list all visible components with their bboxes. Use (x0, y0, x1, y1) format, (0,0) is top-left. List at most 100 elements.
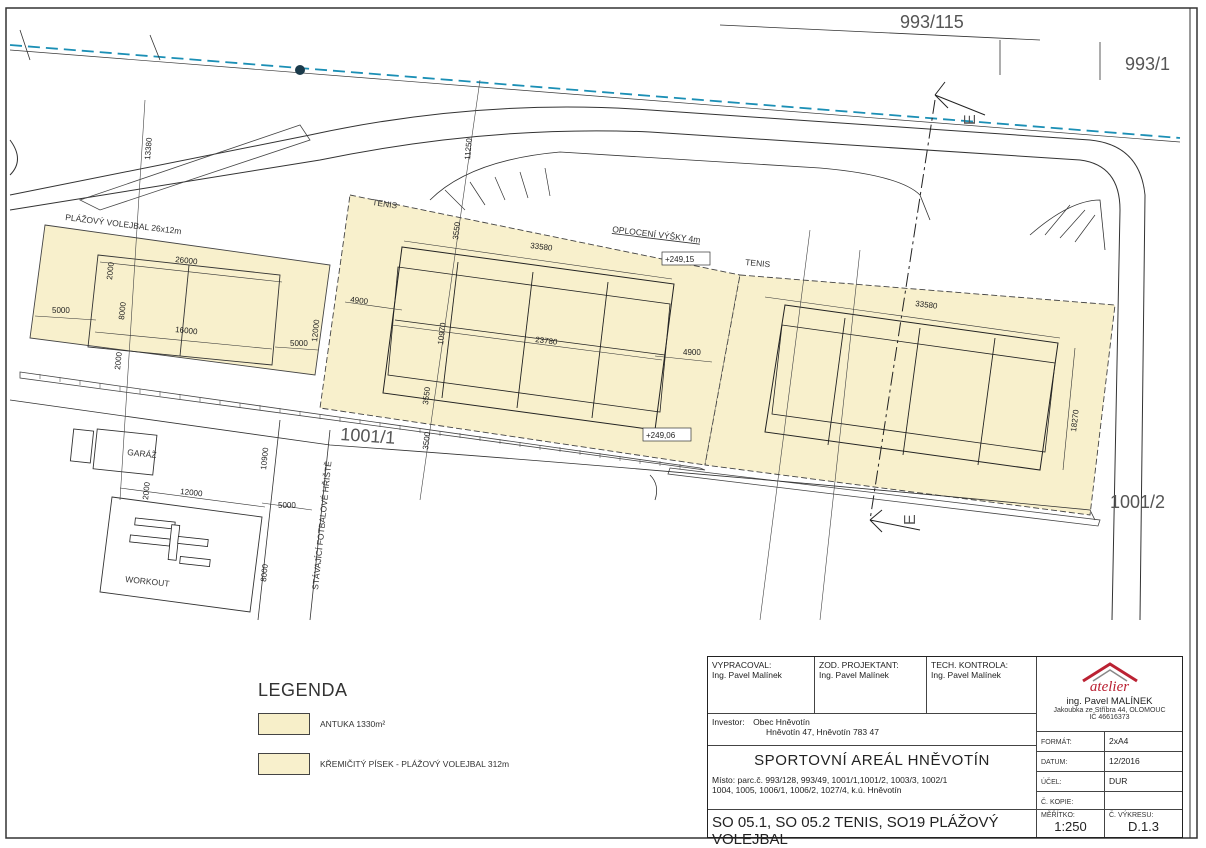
check-cell: TECH. KONTROLA: Ing. Pavel Malínek (926, 657, 1036, 713)
utility-line (9, 44, 1181, 139)
curb-strip (19, 371, 706, 471)
dimension-33580-a: 33580 (530, 241, 554, 253)
legend-item-clay-label: ANTUKA 1330m² (320, 719, 386, 729)
dimension-3550-b: 3550 (421, 386, 432, 405)
sheet-label: Č. VÝKRESU: (1109, 812, 1154, 819)
responsible-label: ZOD. PROJEKTANT: (819, 660, 899, 670)
scale-cell: MĚŘÍTKO: 1:250 (1036, 809, 1104, 837)
fence-label: OPLOCENÍ VÝŠKY 4m (612, 224, 701, 245)
dimension-26000: 26000 (175, 255, 199, 266)
section-line (869, 99, 936, 521)
format-value: 2xA4 (1109, 736, 1129, 746)
date-value: 12/2016 (1109, 756, 1140, 766)
dimension-10900: 10900 (259, 447, 270, 471)
company-name: ing. Pavel MALÍNEK (1066, 696, 1153, 707)
road (9, 106, 1146, 621)
investor-line-1: Obec Hněvotín (753, 717, 810, 727)
dimension-11250: 11250 (463, 137, 474, 160)
parcel-label-993-1: 993/1 (1125, 54, 1170, 74)
responsible-value: Ing. Pavel Malínek (819, 670, 889, 680)
purpose-value: DUR (1109, 776, 1128, 786)
dimension-3550-a: 3550 (451, 221, 462, 240)
prepared-value: Ing. Pavel Malínek (712, 670, 782, 680)
tennis-court-2-area (704, 274, 1116, 516)
workout-label: WORKOUT (125, 574, 170, 589)
prepared-cell: VYPRACOVAL: Ing. Pavel Malínek (708, 657, 814, 713)
sheet-value: D.1.3 (1127, 819, 1160, 834)
dimension-2000-b: 2000 (113, 351, 124, 370)
level-marker-1: +249,15 (665, 255, 695, 264)
format-label: FORMÁT: (1041, 739, 1072, 746)
dimension-5000-c: 5000 (278, 501, 296, 510)
legend-swatch-sand (258, 753, 310, 775)
copy-value-cell (1104, 791, 1182, 809)
title-block: VYPRACOVAL: Ing. Pavel Malínek ZOD. PROJ… (707, 656, 1183, 848)
dimension-2000-a: 2000 (105, 261, 116, 280)
dimension-33580-b: 33580 (915, 299, 939, 311)
workout-area (99, 496, 263, 613)
place-line-2: 1004, 1005, 1006/1, 1006/2, 1027/4, k.ú.… (712, 785, 902, 795)
tennis-2-label: TENIS (745, 257, 771, 269)
copy-label: Č. KOPIE: (1041, 799, 1074, 806)
legend-title: LEGENDA (258, 680, 348, 700)
dimension-4900-b: 4900 (683, 348, 701, 357)
dimension-23780: 23780 (535, 335, 559, 347)
scale-value: 1:250 (1054, 819, 1087, 834)
atelier-logo-icon (1081, 662, 1138, 683)
garage-label: GARÁŽ (127, 447, 157, 460)
section-mark-top: E (962, 114, 979, 125)
check-value: Ing. Pavel Malínek (931, 670, 1001, 680)
dimension-2000-c: 2000 (141, 481, 152, 500)
investor-line-2: Hněvotín 47, Hněvotín 783 47 (766, 727, 879, 737)
legend: LEGENDA ANTUKA 1330m² KŘEMIČITÝ PÍSEK - … (258, 680, 588, 775)
format-value-cell: 2xA4 (1104, 731, 1182, 751)
legend-item-clay: ANTUKA 1330m² (258, 713, 588, 735)
sheet-cell: Č. VÝKRESU: D.1.3 (1104, 809, 1182, 837)
legend-item-sand-label: KŘEMIČITÝ PÍSEK - PLÁŽOVÝ VOLEJBAL 312m (320, 759, 510, 769)
dimension-8000-b: 8000 (259, 563, 270, 582)
investor-label: Investor: (712, 717, 745, 727)
purpose-label-cell: ÚČEL: (1036, 771, 1104, 791)
logo-word: atelier (1089, 679, 1130, 695)
legend-swatch-clay (258, 713, 310, 735)
company-id: IČ 46616373 (1089, 714, 1130, 721)
drawing-title: SO 05.1, SO 05.2 TENIS, SO19 PLÁŽOVÝ VOL… (712, 814, 999, 848)
check-label: TECH. KONTROLA: (931, 660, 1008, 670)
place-line-1: Místo: parc.č. 993/128, 993/49, 1001/1,1… (712, 775, 948, 785)
drawing-title-cell: SO 05.1, SO 05.2 TENIS, SO19 PLÁŽOVÝ VOL… (708, 809, 1036, 848)
workout-equipment (129, 517, 211, 567)
level-marker-2: +249,06 (646, 431, 676, 440)
project-title: SPORTOVNÍ AREÁL HNĚVOTÍN (754, 752, 990, 769)
purpose-value-cell: DUR (1104, 771, 1182, 791)
section-mark-bottom: E (902, 514, 919, 525)
investor-cell: Investor: Obec Hněvotín Hněvotín 47, Hně… (708, 713, 1036, 745)
garage-building (92, 428, 158, 476)
dimension-5000-b: 5000 (290, 339, 308, 348)
dimension-3500: 3500 (421, 431, 432, 450)
dimension-16000: 16000 (175, 325, 199, 336)
parcel-label-993-115: 993/115 (900, 12, 964, 32)
date-value-cell: 12/2016 (1104, 751, 1182, 771)
purpose-label: ÚČEL: (1041, 779, 1062, 786)
manhole-symbol (295, 65, 305, 75)
dimension-10970: 10970 (436, 322, 448, 346)
dimension-13380: 13380 (143, 137, 154, 160)
company-cell: atelier ing. Pavel MALÍNEK Jakoubka ze S… (1036, 657, 1182, 731)
dimension-12000-horizontal: 12000 (180, 487, 204, 498)
company-address: Jakoubka ze Stříbra 44, OLOMOUC (1053, 707, 1166, 714)
tennis-1-label: TENIS (372, 197, 399, 210)
date-label-cell: DATUM: (1036, 751, 1104, 771)
parcel-label-1001-1: 1001/1 (340, 424, 396, 448)
dimension-8000-a: 8000 (117, 301, 128, 320)
dimension-18270: 18270 (1069, 409, 1081, 433)
legend-item-sand: KŘEMIČITÝ PÍSEK - PLÁŽOVÝ VOLEJBAL 312m (258, 753, 588, 775)
prepared-label: VYPRACOVAL: (712, 660, 772, 670)
copy-label-cell: Č. KOPIE: (1036, 791, 1104, 809)
tennis-court-1-area (319, 194, 741, 466)
dimension-12000-vertical: 12000 (310, 319, 321, 343)
dimension-4900-a: 4900 (350, 295, 369, 306)
parcel-label-1001-2: 1001/2 (1110, 492, 1165, 512)
scale-label: MĚŘÍTKO: (1041, 812, 1075, 819)
football-label: STÁVAJÍCÍ FOTBALOVÉ HŘIŠTĚ (310, 460, 333, 590)
